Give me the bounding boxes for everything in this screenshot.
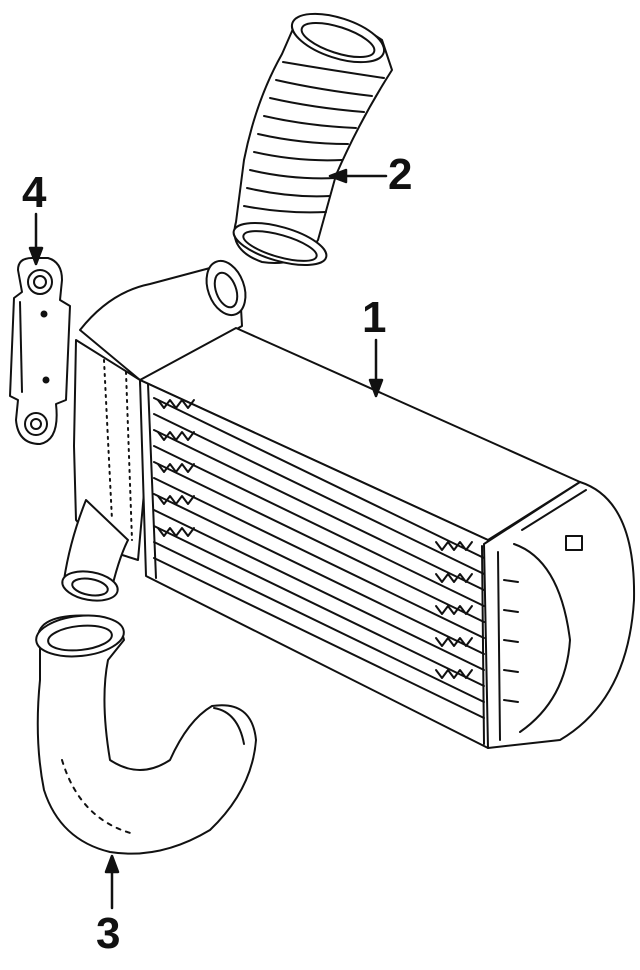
mounting-bracket	[10, 258, 70, 444]
callout-3: 3	[96, 909, 121, 958]
callout-1: 1	[362, 293, 387, 342]
callout-2: 2	[388, 150, 413, 199]
lower-outlet-hose	[34, 612, 256, 854]
leader-lines	[30, 170, 386, 908]
intercooler-core	[60, 256, 634, 748]
callout-4: 4	[22, 168, 47, 217]
upper-intake-hose	[229, 4, 392, 273]
